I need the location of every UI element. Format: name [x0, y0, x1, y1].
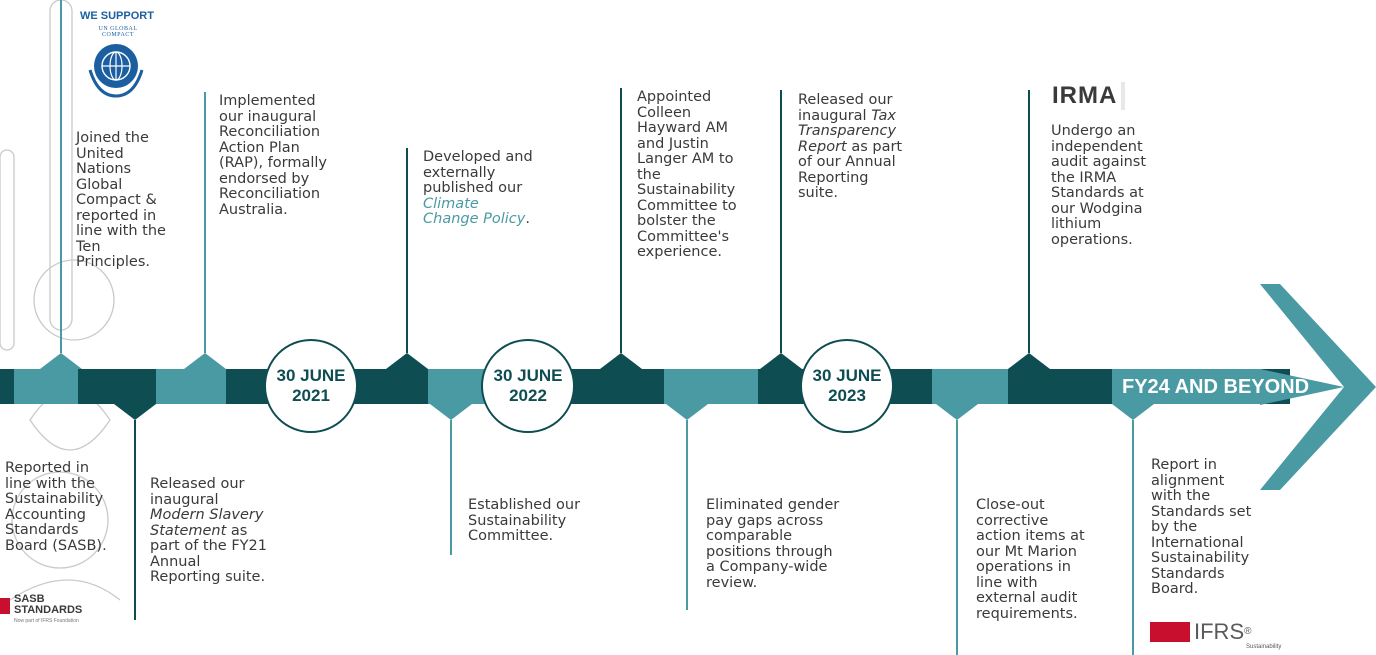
marker-up [40, 353, 82, 369]
timeline-segment [14, 369, 78, 404]
ungc-logo-top: WE SUPPORT [80, 10, 154, 22]
ifrs-mark [1150, 622, 1190, 642]
date-circle-line2: 2023 [828, 386, 866, 405]
timeline-segment [664, 369, 758, 404]
marker-down [936, 404, 978, 420]
milestone-text-top: Appointed Colleen Hayward AM and Justin … [637, 89, 737, 260]
connector-line [780, 90, 782, 353]
date-circle-line2: 2022 [509, 386, 547, 405]
milestone-text-top: Released our inaugural Tax Transparency … [798, 92, 913, 202]
ifrs-sub: Sustainability [1246, 644, 1282, 650]
connector-line [620, 88, 622, 353]
marker-up [184, 353, 226, 369]
connector-line [60, 0, 62, 353]
climate-policy-link[interactable]: Climate Change Policy [423, 195, 526, 227]
connector-line [1028, 90, 1030, 353]
connector-line [406, 148, 408, 353]
date-circle-line1: 30 JUNE [493, 366, 563, 385]
milestone-text-pre: Released our inaugural [150, 476, 245, 508]
arrow-head [1260, 284, 1376, 490]
milestone-text-bottom: Eliminated gender pay gaps across compar… [706, 497, 840, 591]
slavery-statement-title: Modern Slavery Statement [150, 507, 264, 539]
date-circle-line1: 30 JUNE [812, 366, 882, 385]
connector-line [204, 92, 206, 353]
milestone-text-bottom: Close-out corrective action items at our… [976, 497, 1085, 622]
timeline-segment [932, 369, 1008, 404]
milestone-text-pre: Released our inaugural [798, 92, 893, 124]
connector-line [450, 420, 452, 555]
sasb-line2: STANDARDS [14, 604, 83, 616]
connector-line [956, 420, 958, 655]
connector-line [1132, 420, 1134, 655]
sasb-logo: SASB STANDARDS Now part of IFRS Foundati… [0, 594, 120, 628]
milestone-text-bottom: Established our Sustainability Committee… [468, 497, 581, 544]
timeline-segment [1112, 369, 1262, 404]
connector-line [134, 420, 136, 620]
sasb-mark [0, 598, 10, 614]
irma-logo: IRMA [1052, 82, 1126, 110]
milestone-text-bottom: Released our inaugural Modern Slavery St… [150, 476, 270, 586]
marker-up [1008, 353, 1050, 369]
ifrs-logo: IFRS® Sustainability [1150, 620, 1282, 652]
milestone-text-top: Implemented our inaugural Reconciliation… [219, 93, 328, 218]
milestone-text-bottom: Reported in line with the Sustainability… [5, 460, 107, 554]
milestone-text-pre: Developed and externally published our [423, 149, 533, 196]
milestone-text-post: . [525, 211, 530, 227]
timeline-segment [156, 369, 226, 404]
milestone-text-bottom: Report in alignment with the Standards s… [1151, 457, 1252, 597]
marker-down [114, 404, 156, 420]
date-circle-line2: 2021 [292, 386, 330, 405]
milestone-text-post: as part of our Annual Reporting suite. [798, 138, 903, 201]
milestone-text-post: as part of the FY21 Annual Reporting sui… [150, 522, 267, 585]
milestone-text-top: Developed and externally published our C… [423, 149, 538, 228]
globe-icon [88, 44, 144, 98]
marker-up [386, 353, 428, 369]
marker-down [666, 404, 708, 420]
marker-up [600, 353, 642, 369]
ifrs-wordmark: IFRS® [1194, 620, 1252, 644]
date-circle-line1: 30 JUNE [276, 366, 346, 385]
marker-down [430, 404, 472, 420]
sasb-line1: SASB [14, 593, 45, 605]
milestone-text-top: Joined the United Nations Global Compact… [76, 130, 166, 270]
ungc-ring-text: UN GLOBAL COMPACT [98, 26, 138, 38]
marker-up [760, 353, 802, 369]
ungc-logo: WE SUPPORT UN GLOBAL COMPACT [80, 10, 176, 110]
ifrs-text: IFRS [1194, 619, 1245, 644]
tax-report-title: Tax Transparency Report [798, 107, 897, 155]
date-circle: 30 JUNE 2022 [481, 339, 575, 433]
connector-line [686, 420, 688, 610]
date-circle: 30 JUNE 2023 [800, 339, 894, 433]
sasb-sub: Now part of IFRS Foundation [14, 618, 79, 624]
arrow-label: FY24 AND BEYOND [1122, 376, 1310, 398]
marker-down [1112, 404, 1154, 420]
date-circle: 30 JUNE 2021 [264, 339, 358, 433]
milestone-text-top: Undergo an independent audit against the… [1051, 123, 1147, 248]
ifrs-reg: ® [1244, 626, 1252, 637]
